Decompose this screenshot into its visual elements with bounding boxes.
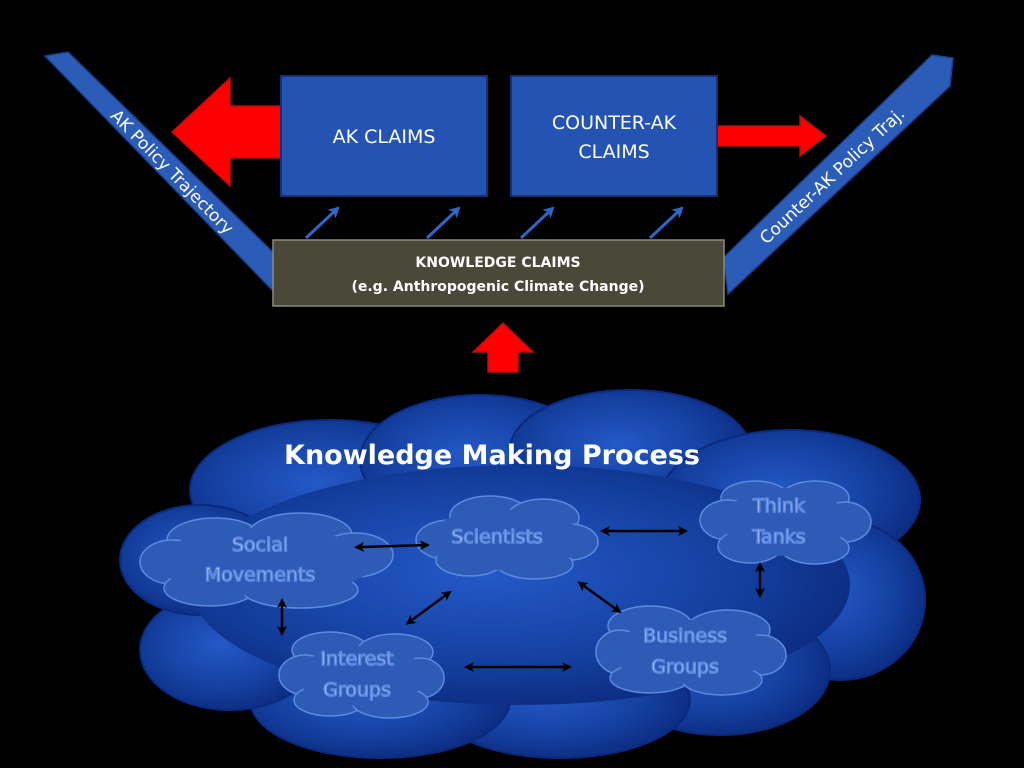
business-groups-label-line1: Business	[643, 625, 727, 647]
social-movements-cloud: Social Movements	[139, 512, 394, 609]
scientists-cloud: Scientists	[415, 495, 599, 580]
ak-claims-box: AK CLAIMS	[280, 75, 488, 197]
knowledge-claims-box: KNOWLEDGE CLAIMS (e.g. Anthropogenic Cli…	[272, 239, 725, 307]
think-tanks-label-line2: Tanks	[751, 526, 805, 548]
social-movements-label-line2: Movements	[205, 564, 316, 586]
ak-policy-trajectory-band: AK Policy Trajectory	[43, 51, 286, 298]
scientists-label: Scientists	[451, 526, 543, 548]
up-red-arrow-icon	[471, 321, 535, 373]
cloud-icon	[699, 480, 872, 565]
right-red-arrow-icon	[715, 114, 828, 158]
knowledge-claims-title: KNOWLEDGE CLAIMS	[415, 255, 580, 271]
diagonal-arrow-icon	[648, 206, 684, 240]
diagonal-arrow-icon	[519, 206, 555, 240]
cloud-icon	[595, 605, 787, 696]
business-groups-label-line2: Groups	[651, 656, 719, 678]
process-title: Knowledge Making Process	[284, 440, 700, 471]
think-tanks-label-line1: Think	[752, 495, 805, 517]
ak-claims-label: AK CLAIMS	[333, 126, 436, 148]
cloud-icon	[415, 495, 599, 580]
cloud-icon	[139, 512, 394, 609]
counter-ak-claims-box: COUNTER-AK CLAIMS	[510, 75, 718, 197]
knowledge-to-claims-arrows	[304, 206, 684, 240]
knowledge-claims-subtitle: (e.g. Anthropogenic Climate Change)	[351, 279, 644, 295]
diagonal-arrow-icon	[425, 206, 461, 240]
double-headed-arrow-icon	[405, 590, 452, 625]
left-red-arrow-icon	[170, 76, 284, 188]
business-groups-cloud: Business Groups	[595, 605, 787, 696]
interest-groups-label-line1: Interest	[320, 648, 393, 670]
counter-ak-policy-trajectory-band: Counter-AK Policy Traj.	[722, 54, 954, 296]
cloud-icon	[278, 631, 445, 719]
interest-groups-cloud: Interest Groups	[278, 631, 445, 719]
interest-groups-label-line2: Groups	[323, 679, 391, 701]
diagonal-arrow-icon	[304, 206, 340, 240]
double-headed-arrow-icon	[577, 581, 622, 614]
think-tanks-cloud: Think Tanks	[699, 480, 872, 565]
counter-ak-claims-label-line2: CLAIMS	[578, 141, 649, 163]
relationship-arrows	[277, 526, 765, 672]
counter-ak-claims-label-line1: COUNTER-AK	[552, 112, 677, 134]
double-headed-arrow-icon	[354, 540, 430, 552]
social-movements-label-line1: Social	[232, 534, 288, 556]
